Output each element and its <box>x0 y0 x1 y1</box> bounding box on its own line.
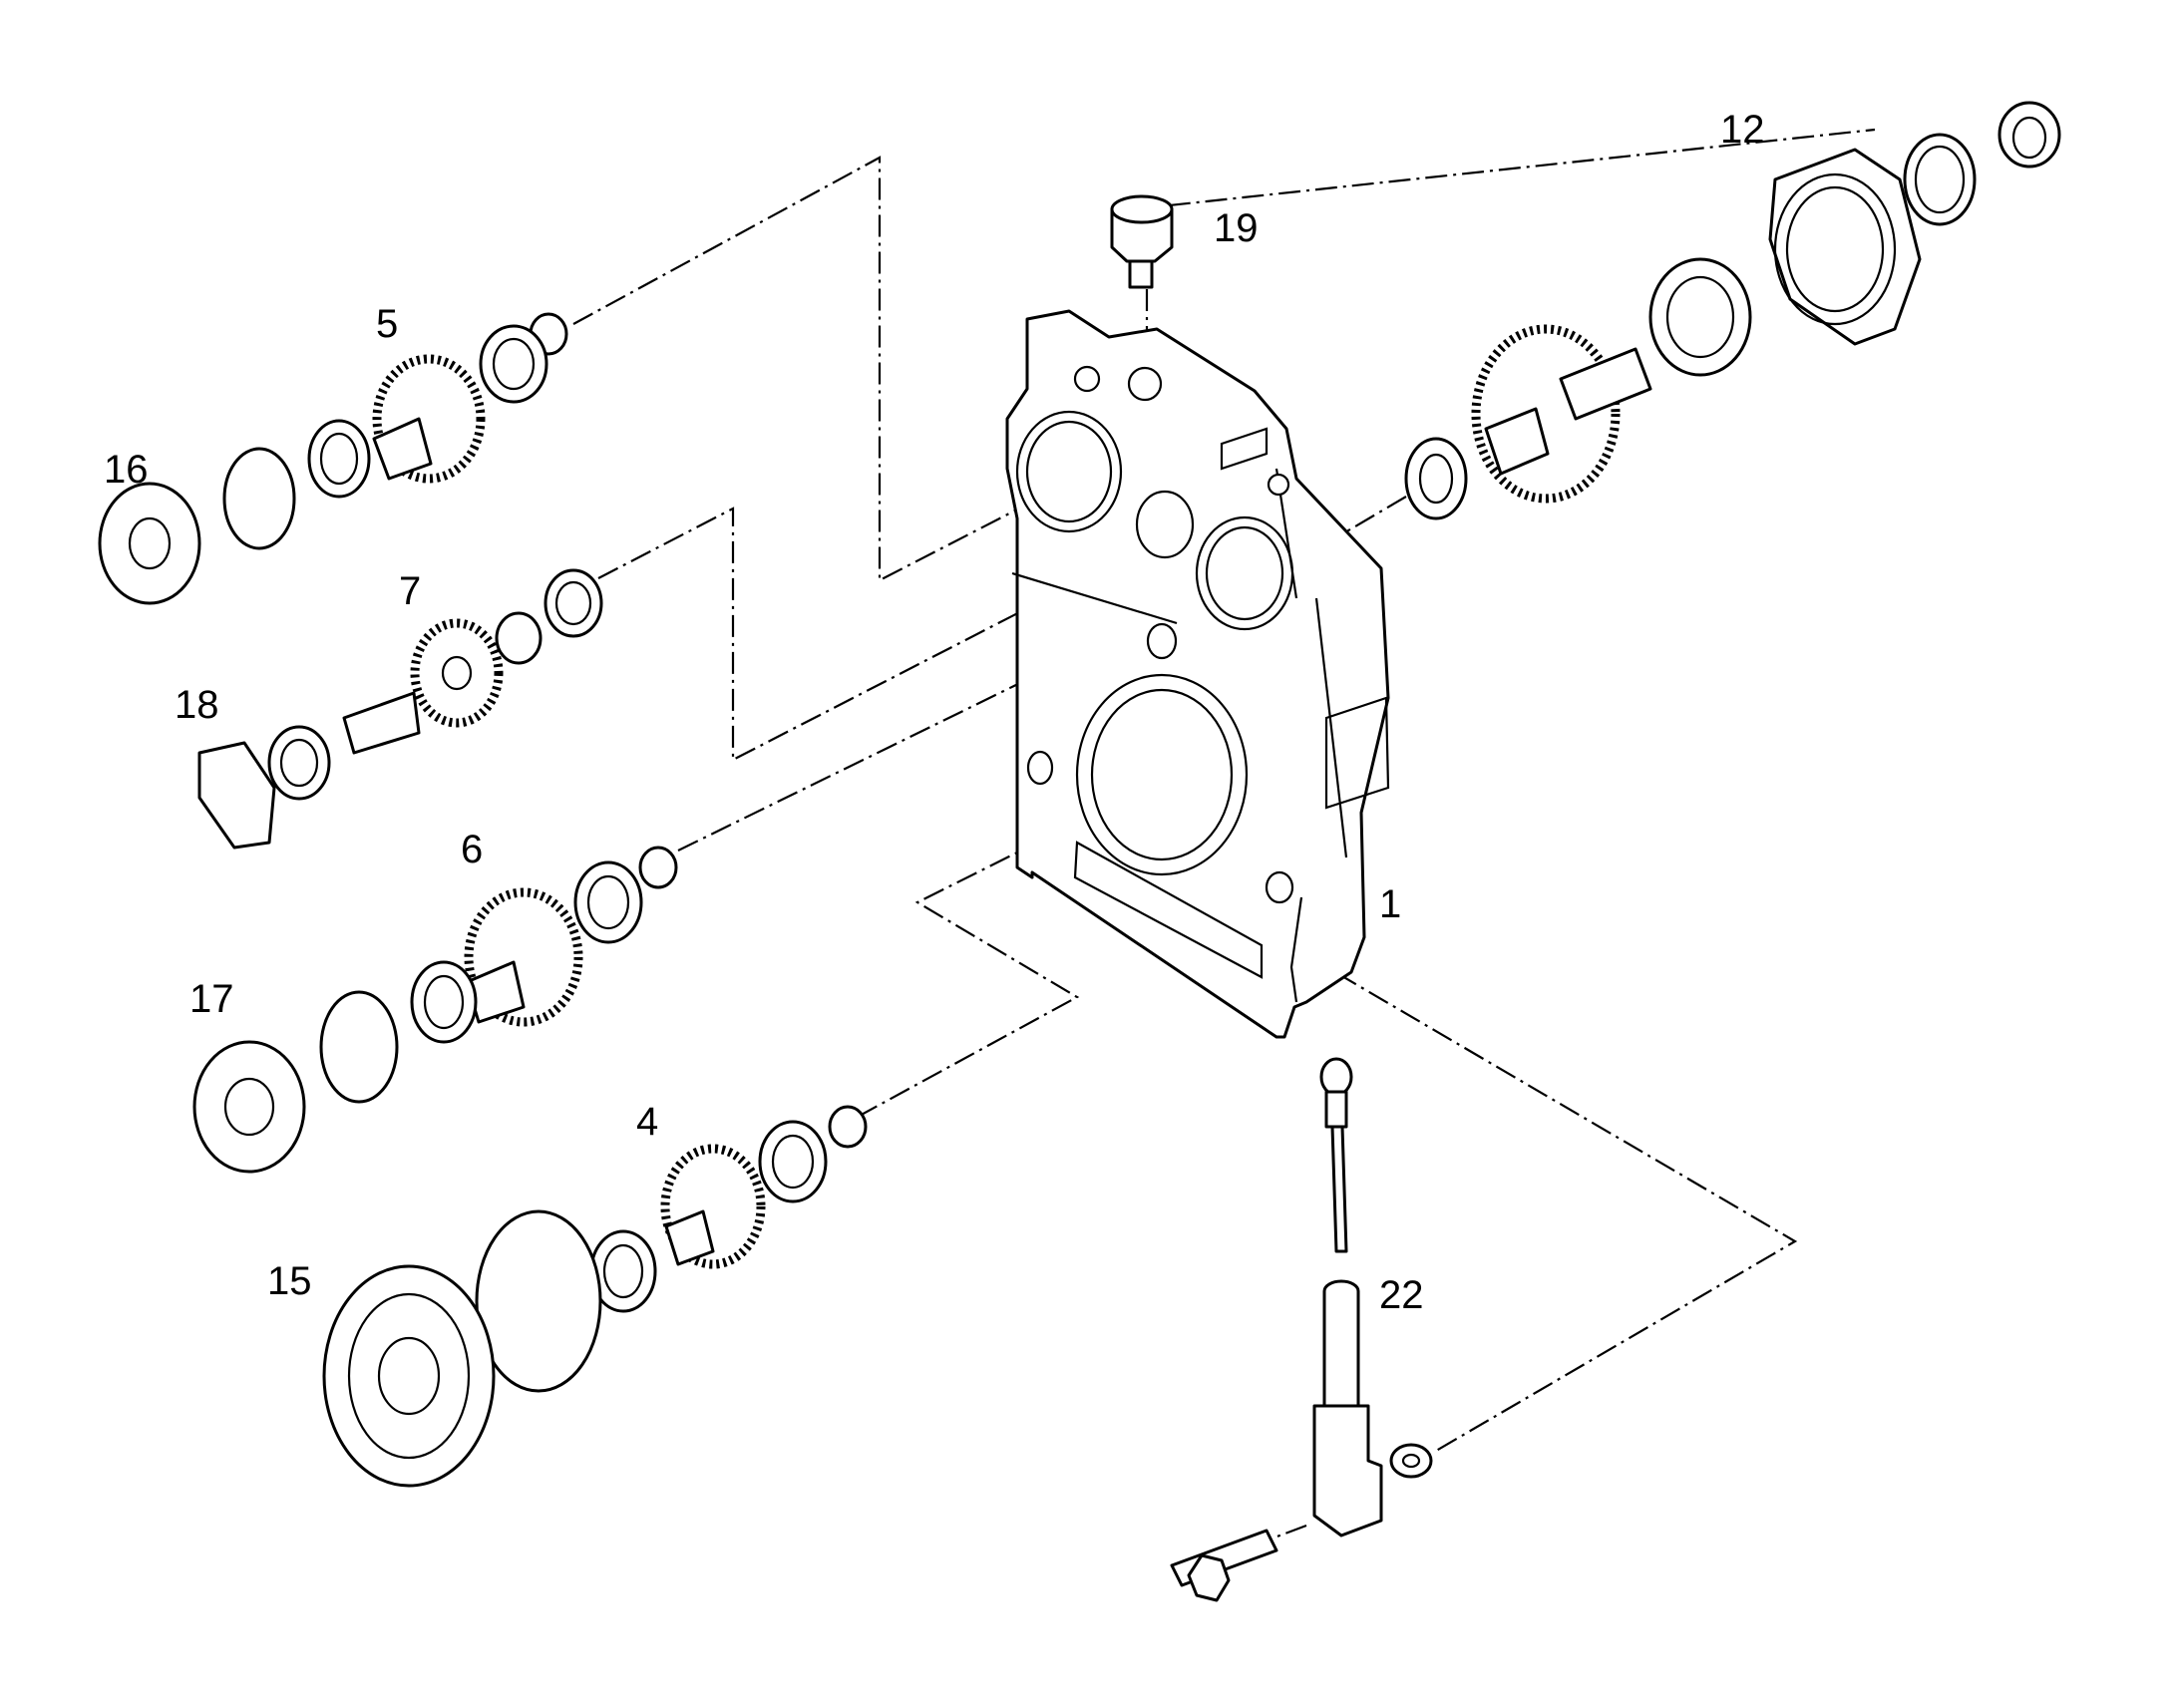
dipstick-assembly <box>1170 1057 1433 1602</box>
callout-6: 6 <box>461 828 483 871</box>
output-shaft-assembly <box>1404 101 2061 520</box>
callout-19: 19 <box>1214 206 1259 250</box>
callout-4: 4 <box>636 1100 658 1144</box>
callout-12: 12 <box>1720 108 1765 152</box>
gearbox-housing <box>1005 309 1390 1039</box>
callout-17: 17 <box>189 977 234 1021</box>
callout-1: 1 <box>1379 882 1401 926</box>
callout-15: 15 <box>267 1259 312 1303</box>
shaft-4-assembly <box>322 1105 868 1488</box>
callout-7: 7 <box>399 569 421 613</box>
callout-18: 18 <box>175 683 219 727</box>
shaft-7-assembly <box>197 568 603 850</box>
breather-plug <box>1110 194 1174 289</box>
callout-5: 5 <box>376 302 398 346</box>
callout-labels: 1 4 5 6 7 12 15 16 17 18 19 22 <box>104 108 1765 1317</box>
callout-22: 22 <box>1379 1273 1424 1317</box>
callout-16: 16 <box>104 448 149 492</box>
shaft-5-assembly <box>98 312 568 605</box>
shaft-6-assembly <box>192 846 678 1174</box>
